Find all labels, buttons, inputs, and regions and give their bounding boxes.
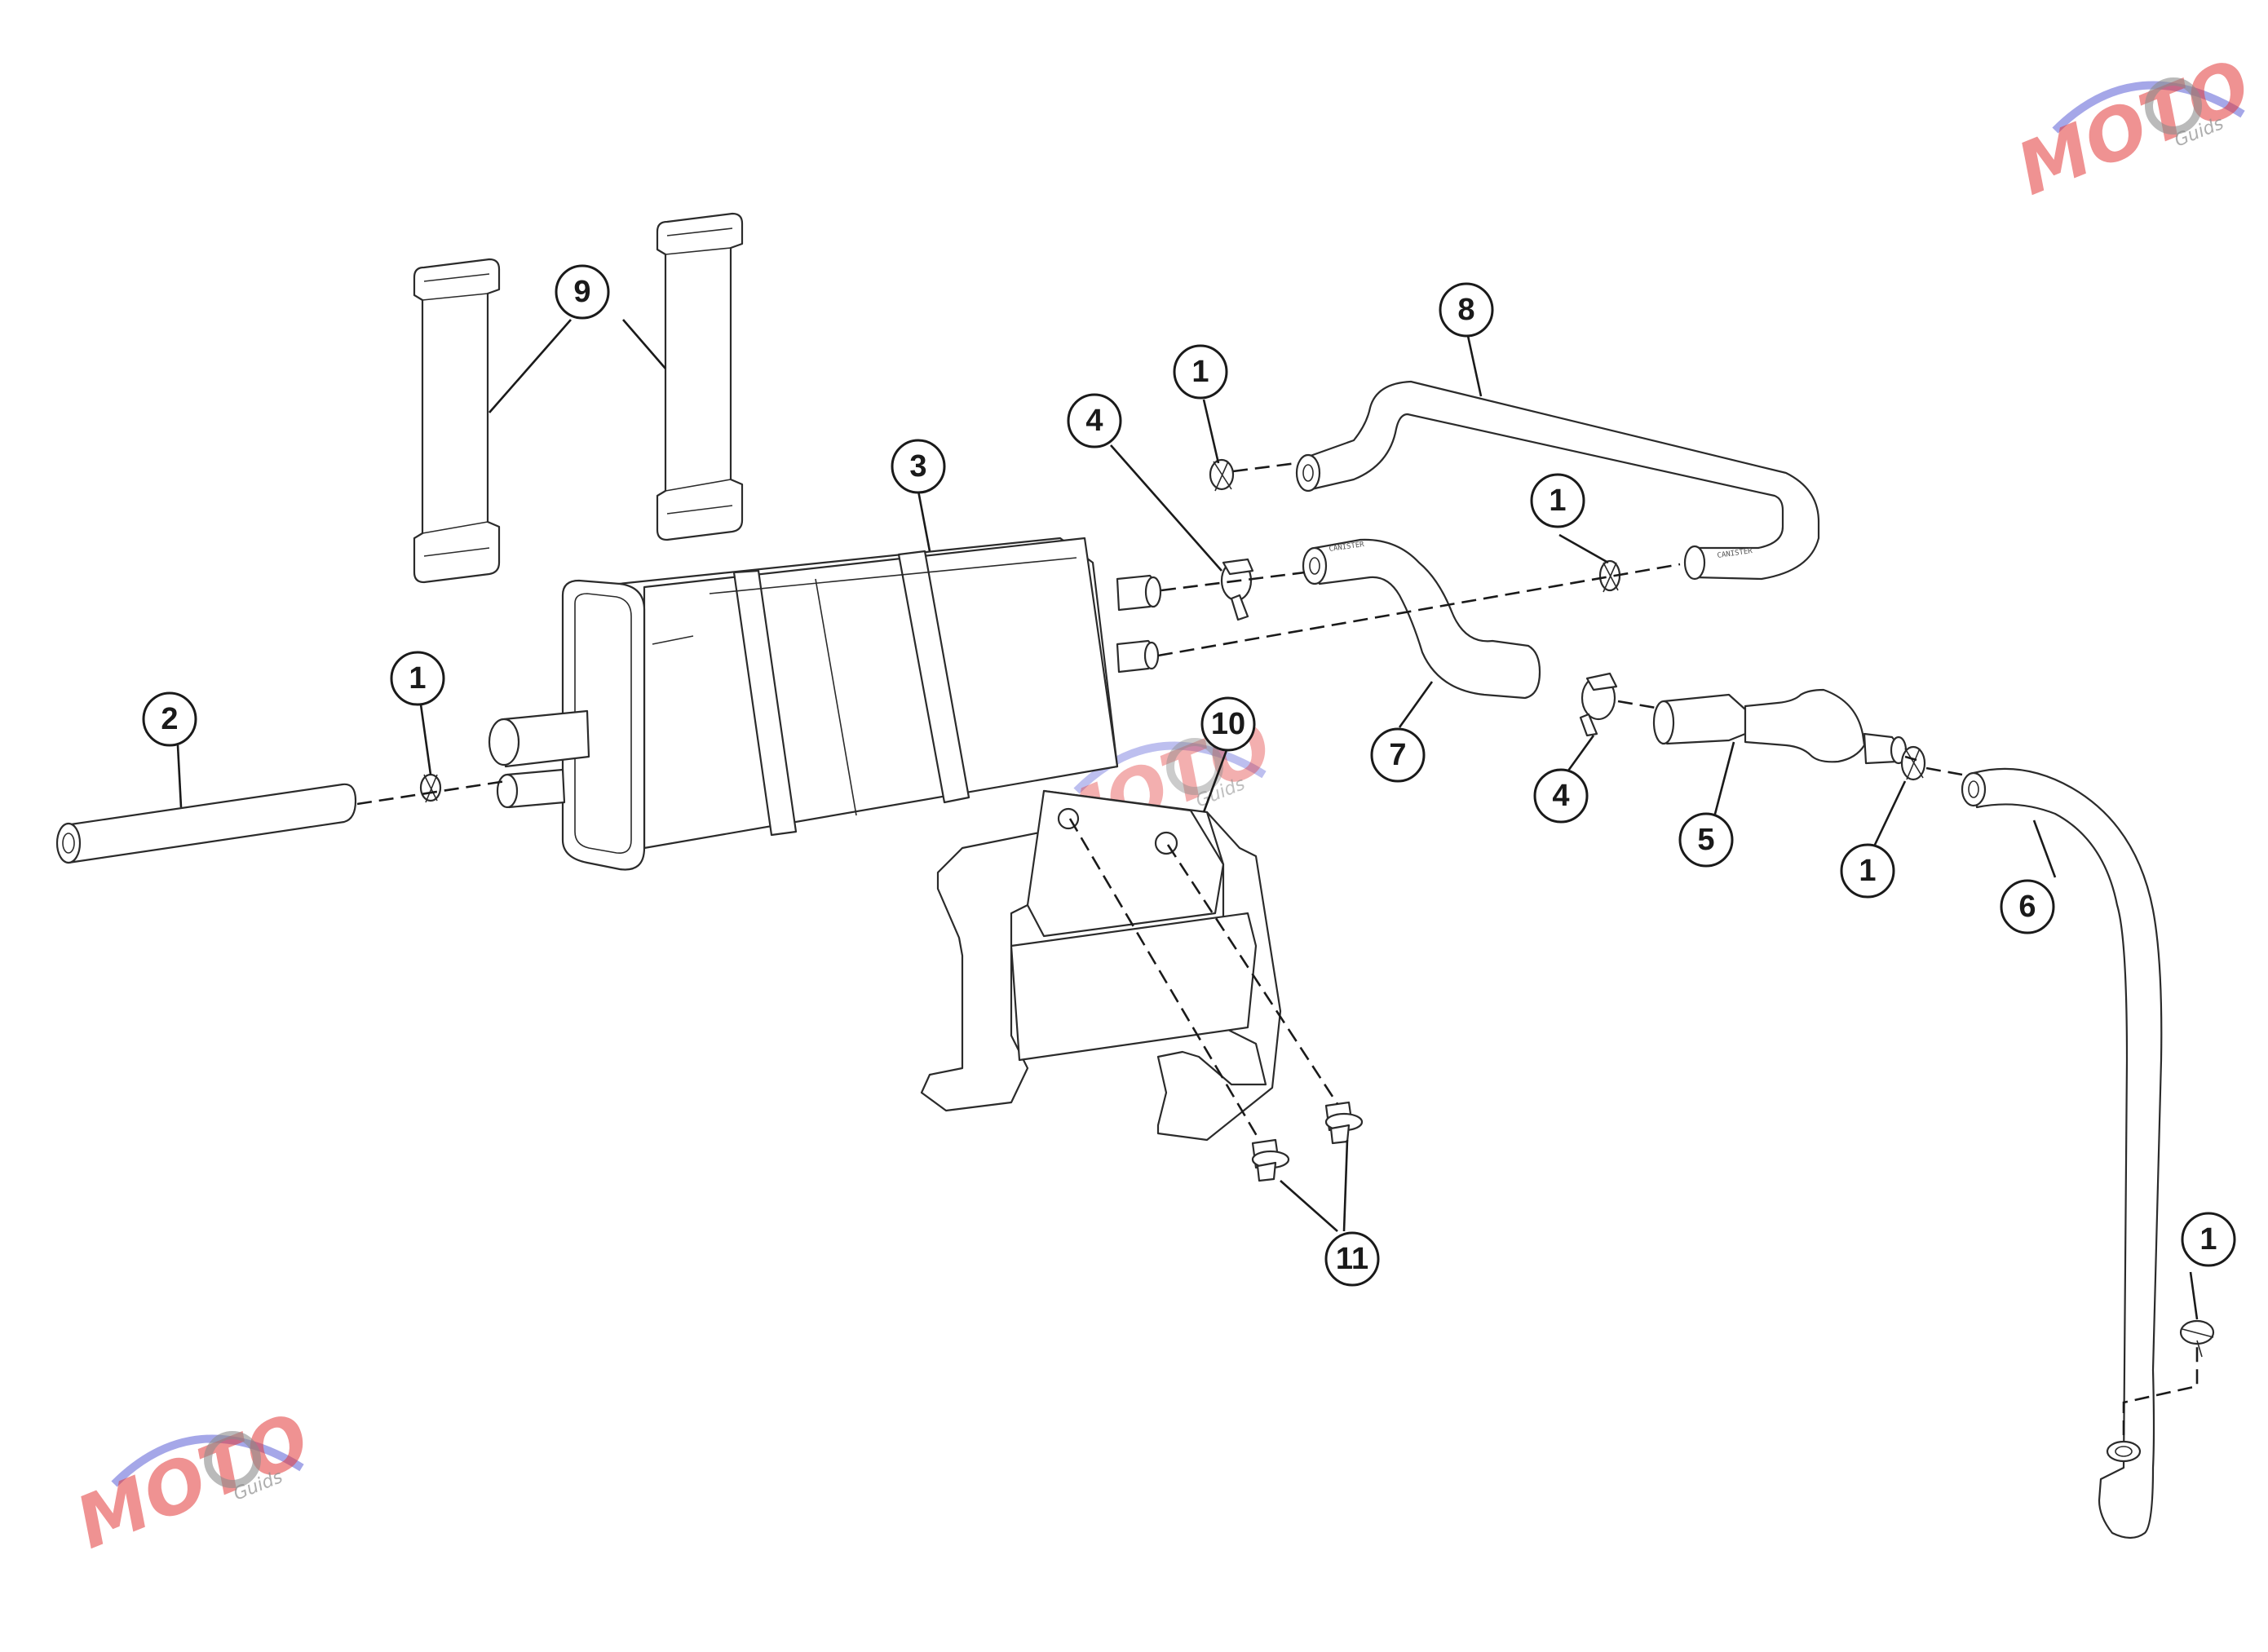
svg-text:7: 7 bbox=[1389, 738, 1406, 772]
part-1-clip-right bbox=[1900, 745, 1926, 781]
callout-1-left: 1 bbox=[390, 651, 445, 706]
svg-text:8: 8 bbox=[1457, 293, 1474, 327]
gear-icon bbox=[1166, 738, 1223, 795]
svg-text:2: 2 bbox=[161, 702, 178, 736]
part-9-strap-right bbox=[656, 212, 744, 541]
callout-4-lower: 4 bbox=[1533, 768, 1589, 824]
part-1-clip-bottom bbox=[2179, 1319, 2215, 1358]
callout-1-bottom: 1 bbox=[2181, 1212, 2236, 1267]
part-7-hose: CANISTER bbox=[1302, 538, 1541, 700]
watermark-top-right: MOTO Guids bbox=[2005, 43, 2261, 212]
callout-2: 2 bbox=[142, 691, 197, 747]
svg-text:4: 4 bbox=[1085, 404, 1103, 438]
callout-3: 3 bbox=[891, 439, 946, 494]
callout-8: 8 bbox=[1439, 282, 1494, 338]
part-1-clip-left bbox=[419, 773, 442, 803]
gear-icon bbox=[2145, 77, 2202, 135]
svg-text:1: 1 bbox=[2199, 1222, 2217, 1257]
svg-text:5: 5 bbox=[1697, 823, 1714, 857]
callout-9: 9 bbox=[555, 264, 610, 320]
part-11-bolt-lower bbox=[1251, 1138, 1290, 1182]
part-11-bolt-upper bbox=[1324, 1101, 1364, 1145]
part-4-clamp-upper bbox=[1220, 558, 1254, 621]
assembly-lines bbox=[356, 462, 2199, 1435]
svg-text:9: 9 bbox=[573, 275, 590, 309]
watermark-bottom-left: MOTO Guids bbox=[64, 1397, 321, 1566]
leader-lines bbox=[176, 319, 2199, 1320]
part-10-bracket bbox=[920, 789, 1282, 1142]
part-3-charcoal-canister bbox=[488, 537, 1162, 871]
part-1-clip-upper bbox=[1209, 458, 1235, 492]
svg-text:1: 1 bbox=[1191, 355, 1209, 389]
callout-1-mid: 1 bbox=[1530, 473, 1585, 528]
svg-text:4: 4 bbox=[1552, 779, 1569, 813]
svg-text:10: 10 bbox=[1211, 707, 1245, 741]
callout-11: 11 bbox=[1324, 1231, 1380, 1287]
part-6-hose bbox=[1961, 767, 2163, 1539]
callout-4-upper: 4 bbox=[1067, 393, 1122, 448]
callout-10: 10 bbox=[1200, 696, 1256, 752]
svg-text:6: 6 bbox=[2018, 890, 2036, 924]
part-8-hose: CANISTER bbox=[1295, 380, 1820, 581]
svg-text:3: 3 bbox=[909, 449, 926, 484]
gear-icon bbox=[204, 1431, 261, 1488]
callout-5: 5 bbox=[1678, 812, 1734, 868]
part-2-hose bbox=[55, 783, 357, 864]
callout-6: 6 bbox=[2000, 879, 2055, 934]
callout-1-right: 1 bbox=[1840, 843, 1895, 899]
part-9-strap-left bbox=[413, 258, 501, 584]
part-1-clip-mid bbox=[1598, 559, 1621, 593]
svg-text:1: 1 bbox=[1549, 484, 1566, 518]
part-4-clamp-lower bbox=[1579, 672, 1618, 737]
callout-7: 7 bbox=[1370, 727, 1426, 783]
svg-text:11: 11 bbox=[1336, 1242, 1368, 1276]
svg-text:1: 1 bbox=[1859, 854, 1876, 888]
svg-text:1: 1 bbox=[409, 661, 426, 696]
part-5-valve bbox=[1652, 688, 1908, 765]
callout-1-upper: 1 bbox=[1173, 344, 1228, 400]
